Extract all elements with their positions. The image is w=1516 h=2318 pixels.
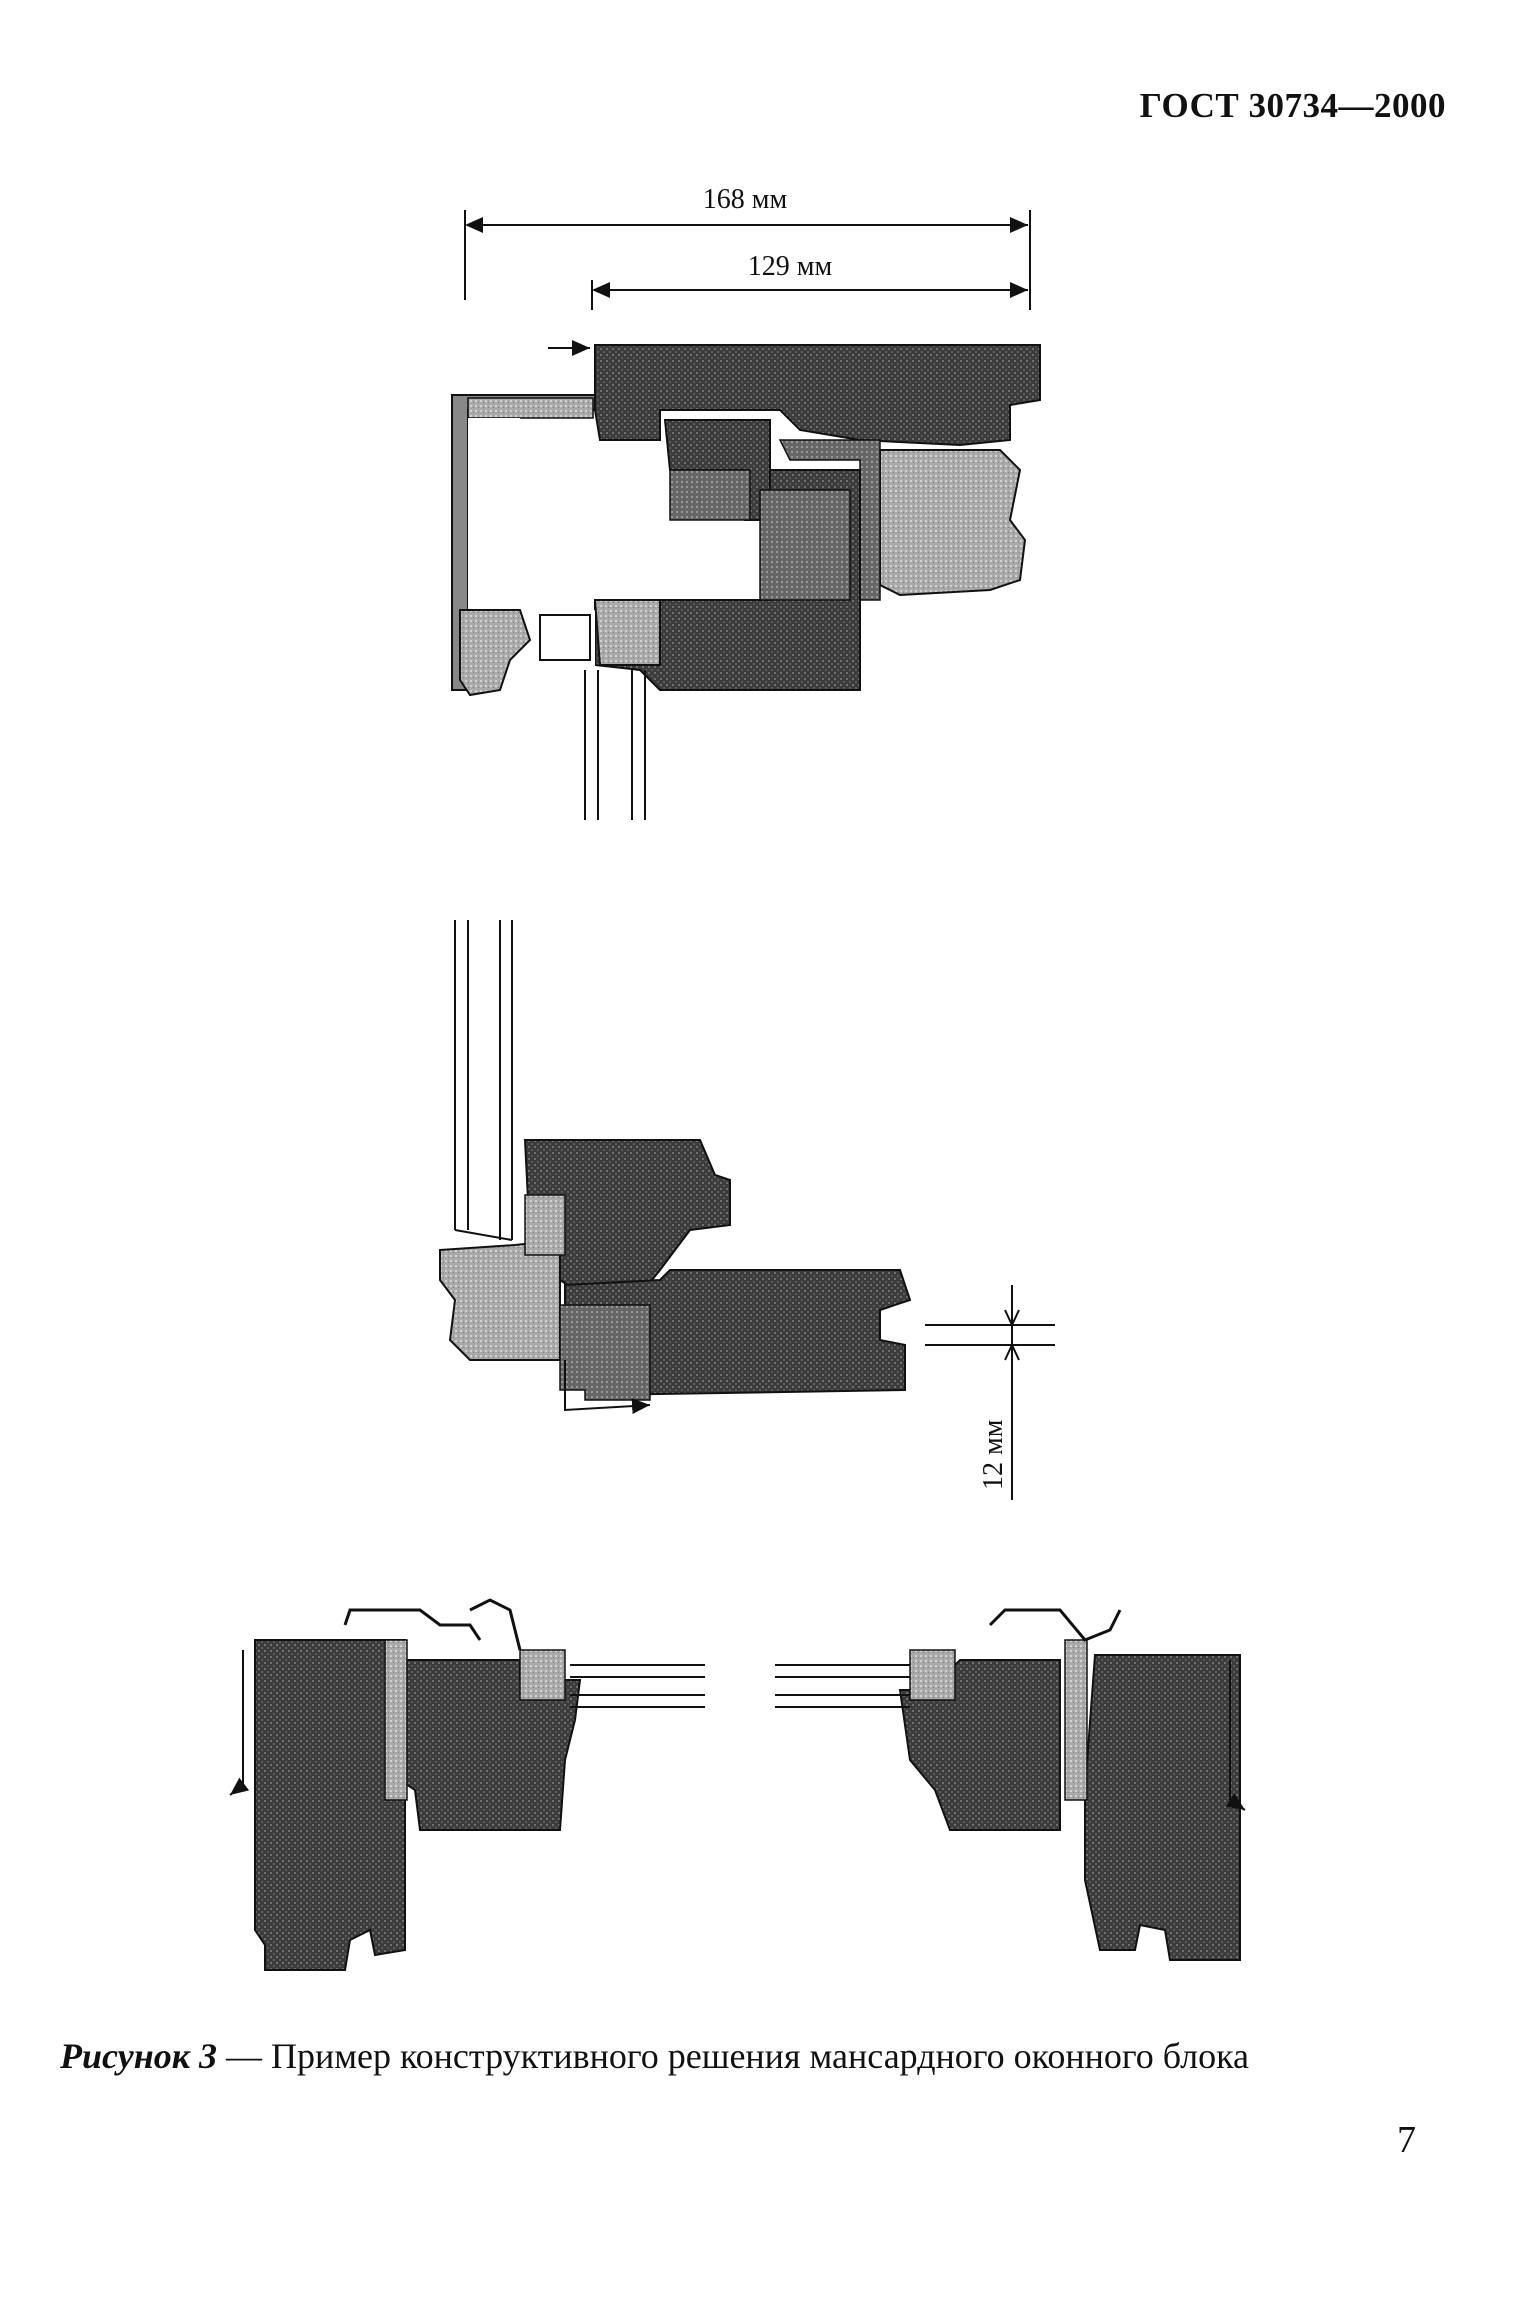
figure-caption-dash: — [216,2036,271,2076]
document-header: ГОСТ 30734—2000 [1139,86,1446,125]
figure-caption: Рисунок 3 — Пример конструктивного решен… [60,2035,1249,2077]
dimension-168-label: 168 мм [703,184,788,215]
page-number: 7 [1397,2119,1416,2161]
dimension-129-label: 129 мм [748,251,833,282]
right-jamb-section [775,1608,1246,1961]
dimension-129mm: 129 мм [591,251,1028,310]
top-head-section [451,340,1041,820]
dimension-168mm: 168 мм [464,184,1031,310]
left-jamb-section [229,1598,705,1971]
dimension-12mm: 12 мм [925,1285,1055,1500]
figure-caption-label: Рисунок 3 [60,2036,217,2076]
figure-caption-text: Пример конструктивного решения мансардно… [270,2036,1250,2076]
middle-sill-section [439,920,912,1415]
dimension-12-label: 12 мм [978,1419,1009,1490]
